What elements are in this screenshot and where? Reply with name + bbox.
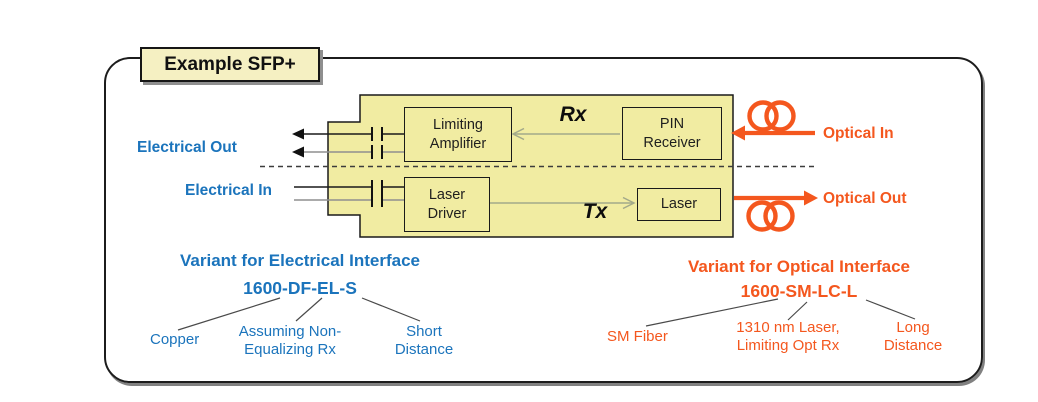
laser-driver-line2: Driver [427,205,467,222]
rx-path-label: Rx [559,103,587,126]
optical-callout-long-distance: Long Distance [868,319,958,355]
coupling-capacitor-icons [371,127,383,207]
electrical-variant-heading: Variant for Electrical Interface [180,251,420,270]
callout-long-line2: Distance [883,337,943,354]
callout-short-line1: Short [406,323,442,340]
optical-callout-lines [645,298,916,327]
electrical-callout-lines [177,297,421,331]
optical-variant-code: 1600-SM-LC-L [740,281,858,301]
diagram-title-box: Example SFP+ [140,47,320,82]
electrical-callout-copper: Copper [150,331,199,349]
fiber-coil-out-icon [746,200,795,232]
limiting-amplifier-line2: Amplifier [429,135,487,152]
optical-variant-heading: Variant for Optical Interface [687,257,910,276]
diagram-title: Example SFP+ [164,53,296,75]
tx-path-label: Tx [582,200,608,223]
callout-1310-line1: 1310 nm Laser, [736,319,840,336]
callout-copper-line1: Copper [150,331,200,348]
optical-in-arrow [731,125,815,141]
callout-nonequalizing-line1: Assuming Non- [238,323,342,340]
limiting-amplifier-block: Limiting Amplifier [404,107,512,162]
callout-short-line2: Distance [394,341,454,358]
optical-in-label: Optical In [823,125,894,142]
electrical-callout-short-distance: Short Distance [379,323,469,359]
tx-signal-arrow [490,196,636,210]
callout-1310-line2: Limiting Opt Rx [736,337,840,354]
callout-nonequalizing-line2: Equalizing Rx [244,341,336,358]
callout-long-line1: Long [896,319,930,336]
optical-out-label: Optical Out [823,190,907,207]
fiber-coil-in-icon [747,100,796,132]
limiting-amplifier-line1: Limiting [433,117,483,134]
laser-block: Laser [637,188,721,221]
laser-label: Laser [660,196,698,213]
electrical-in-label: Electrical In [185,182,273,199]
optical-callout-1310nm: 1310 nm Laser, Limiting Opt Rx [710,319,866,355]
electrical-out-label: Electrical Out [137,139,237,156]
pin-receiver-block: PIN Receiver [622,107,722,160]
electrical-callout-nonequalizing: Assuming Non- Equalizing Rx [225,323,355,359]
optical-callout-sm-fiber: SM Fiber [607,328,668,346]
callout-smfiber-line1: SM Fiber [607,328,668,345]
electrical-out-lines [301,133,404,153]
laser-driver-line1: Laser [428,187,466,204]
diagram-frame [104,57,983,383]
electrical-out-arrowhead-1 [292,128,304,140]
electrical-variant-code: 1600-DF-EL-S [243,278,357,298]
electrical-in-lines [294,186,404,201]
laser-driver-block: Laser Driver [404,177,490,232]
pin-receiver-line2: Receiver [643,134,701,151]
pin-receiver-line1: PIN [659,116,685,133]
rx-signal-arrow [511,127,620,141]
optical-out-arrow [734,190,818,206]
electrical-out-arrowhead-2 [292,146,304,158]
